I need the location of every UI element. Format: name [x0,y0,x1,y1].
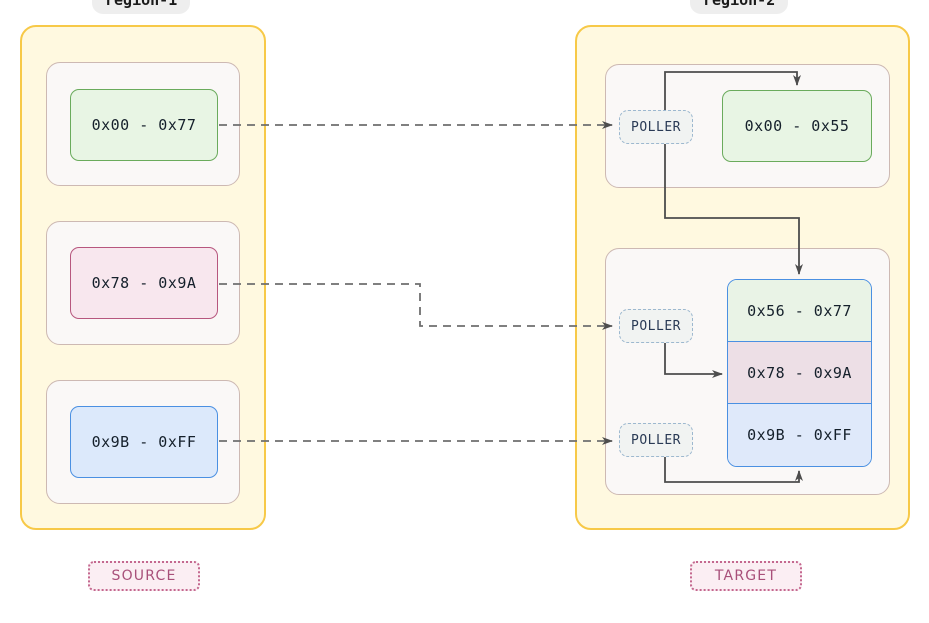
target-stack-row-1[interactable]: 0x56 - 0x77 [728,280,871,342]
target-stack-row-3[interactable]: 0x9B - 0xFF [728,404,871,466]
legend-target: TARGET [690,561,802,591]
source-block-2[interactable]: 0x78 - 0x9A [70,247,218,319]
target-stack: 0x56 - 0x77 0x78 - 0x9A 0x9B - 0xFF [727,279,872,467]
poller-3[interactable]: POLLER [619,423,693,457]
target-block-top[interactable]: 0x00 - 0x55 [722,90,872,162]
poller-2[interactable]: POLLER [619,309,693,343]
legend-source: SOURCE [88,561,200,591]
target-stack-row-2[interactable]: 0x78 - 0x9A [728,342,871,404]
source-block-1[interactable]: 0x00 - 0x77 [70,89,218,161]
poller-1[interactable]: POLLER [619,110,693,144]
region-2-label: region-2 [690,0,789,14]
region-1-label: region-1 [92,0,191,14]
source-block-3[interactable]: 0x9B - 0xFF [70,406,218,478]
wire-source2-to-poller2 [219,283,613,330]
